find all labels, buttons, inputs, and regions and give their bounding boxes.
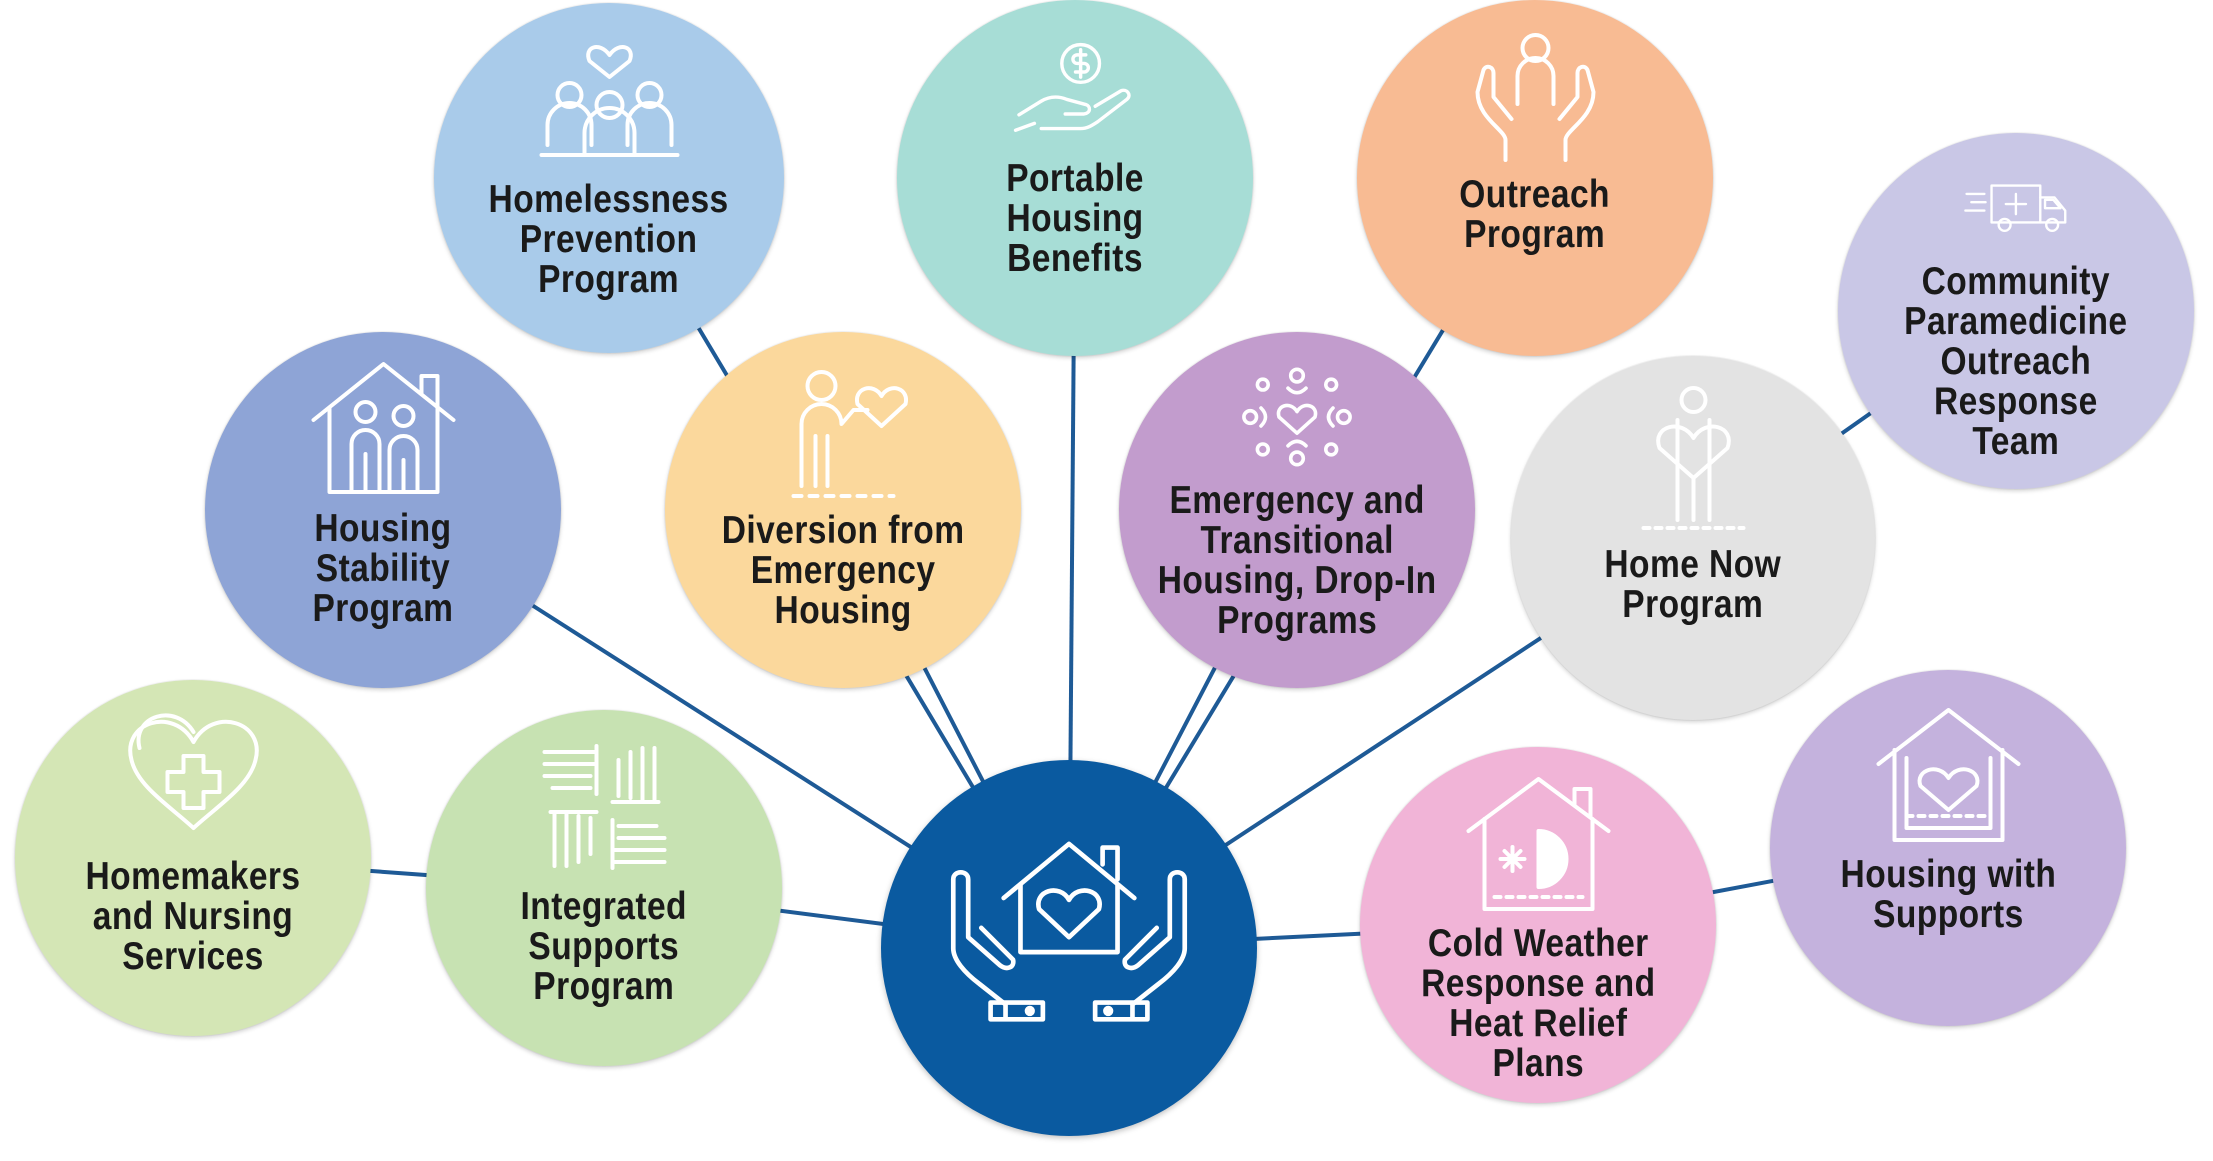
program-node-home-now: Home Now Program	[1511, 356, 1875, 720]
program-label: Housing Stability Program	[312, 507, 454, 630]
program-label: Housing with Supports	[1840, 853, 2056, 936]
program-node-emergency-transitional: Emergency and Transitional Housing, Drop…	[1119, 332, 1475, 688]
program-node-homelessness-prevention: Homelessness Prevention Program	[434, 3, 784, 353]
joined-hands-icon	[524, 732, 685, 887]
program-node-integrated-supports: Integrated Supports Program	[426, 710, 782, 1066]
program-label: Portable Housing Benefits	[1006, 157, 1144, 280]
house-snow-sun-icon	[1458, 769, 1619, 924]
program-node-housing-stability: Housing Stability Program	[205, 332, 561, 688]
hands-holding-house-heart-icon	[929, 816, 1209, 1041]
person-heart-bubble-icon	[763, 356, 924, 511]
program-label: Cold Weather Response and Heat Relief Pl…	[1420, 922, 1656, 1085]
people-group-heart-icon	[529, 25, 690, 180]
program-node-homemakers: Homemakers and Nursing Services	[15, 680, 371, 1036]
program-label: Homelessness Prevention Program	[488, 178, 730, 301]
program-node-cold-weather: Cold Weather Response and Heat Relief Pl…	[1360, 747, 1716, 1103]
person-heart-icon	[1608, 380, 1779, 545]
house-family-icon	[303, 354, 464, 509]
program-label: Integrated Supports Program	[520, 885, 688, 1008]
hand-dollar-coin-icon	[1007, 26, 1144, 159]
program-node-housing-supports: Housing with Supports	[1770, 670, 2126, 1026]
ambulance-icon	[1963, 157, 2070, 262]
community-heart-icon	[1234, 358, 1360, 481]
program-label: Outreach Program	[1459, 173, 1611, 256]
program-node-outreach: Outreach Program	[1357, 0, 1713, 356]
program-label: Homemakers and Nursing Services	[85, 855, 301, 978]
program-label: Community Paramedicine Outreach Response…	[1904, 260, 2128, 463]
program-label: Emergency and Transitional Housing, Drop…	[1157, 479, 1437, 642]
central-hub	[881, 760, 1257, 1136]
program-node-paramedicine: Community Paramedicine Outreach Response…	[1838, 133, 2194, 489]
program-node-portable-housing: Portable Housing Benefits	[897, 0, 1253, 356]
program-label: Diversion from Emergency Housing	[721, 509, 965, 632]
program-label: Home Now Program	[1604, 543, 1782, 626]
program-node-diversion: Diversion from Emergency Housing	[665, 332, 1021, 688]
hands-holding-person-icon	[1455, 20, 1616, 175]
heart-medical-cross-icon	[113, 702, 274, 857]
house-heart-icon	[1868, 700, 2029, 855]
